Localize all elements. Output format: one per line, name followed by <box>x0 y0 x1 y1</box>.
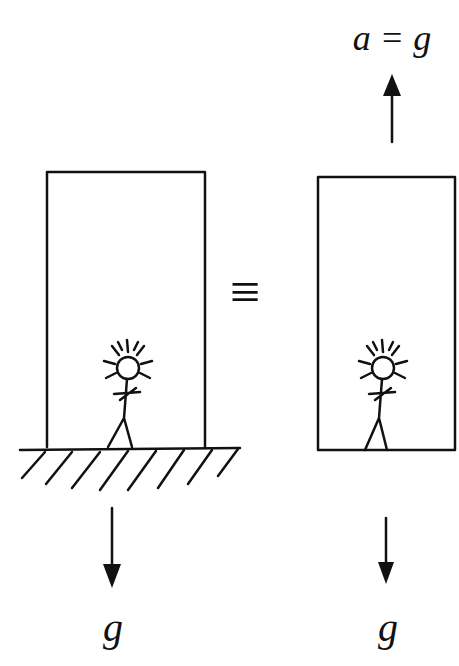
gravity-arrow <box>111 508 114 568</box>
stick-figure <box>104 340 152 447</box>
stick-figure <box>359 340 407 450</box>
gravity-label: g <box>103 608 123 648</box>
gravity-arrow <box>385 518 388 566</box>
room-outline <box>47 172 205 447</box>
elevator-box <box>318 177 455 450</box>
gravity-label: g <box>378 608 398 648</box>
arrow-head <box>103 564 121 588</box>
arrow-head <box>383 74 401 96</box>
arrow-head <box>378 562 394 584</box>
ground-hatching <box>20 448 240 490</box>
equivalence-sign: ≡ <box>230 265 260 319</box>
acceleration-arrow <box>391 92 394 142</box>
acceleration-label: a = g <box>353 20 431 56</box>
